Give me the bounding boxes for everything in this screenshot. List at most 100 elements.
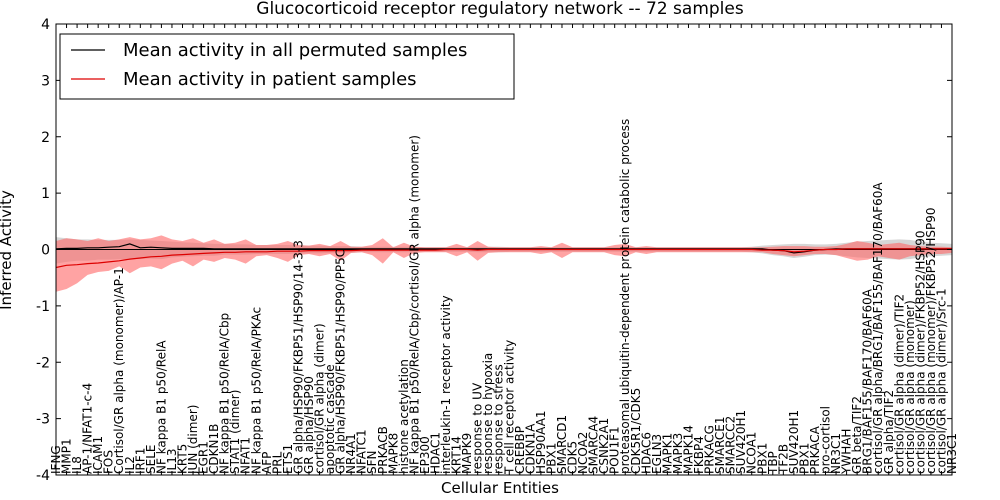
x-tick-label: MMP1 bbox=[60, 438, 74, 474]
x-tick-label: HDAC1 bbox=[429, 432, 443, 474]
x-tick-label: BRG1/BAF155/BAF170/BAF60A bbox=[861, 288, 875, 474]
x-tick-label: NFATC1 bbox=[355, 429, 369, 474]
x-tick-label: POU1F1 bbox=[608, 426, 622, 474]
y-axis-label: Inferred Activity bbox=[0, 190, 15, 310]
x-tick-label: FOS bbox=[102, 450, 116, 474]
y-tick-label: -3 bbox=[36, 412, 50, 428]
x-tick-label: PBX1 bbox=[544, 443, 558, 474]
y-tick-label: -4 bbox=[36, 468, 50, 484]
patient-mean-line bbox=[55, 248, 952, 269]
x-tick-label: SELE bbox=[144, 445, 158, 474]
x-tick-label: HSP90AA1 bbox=[534, 410, 548, 474]
x-tick-label: cortisol/GR alpha (dimer)/TIF2 bbox=[892, 294, 906, 474]
x-tick-label: NCOA2 bbox=[576, 432, 590, 474]
x-tick-label: interleukin-1 receptor activity bbox=[439, 295, 453, 474]
x-tick-label: IL2 bbox=[123, 456, 137, 474]
x-tick-label: response to hypoxia bbox=[481, 353, 495, 474]
x-tick-label: cortisol/GR alpha (dimer) bbox=[313, 323, 327, 474]
x-tick-label: STAT1 (dimer) bbox=[228, 390, 242, 474]
x-tick-label: response to UV bbox=[471, 382, 485, 474]
x-tick-label: YWHAH bbox=[840, 429, 854, 475]
x-tick-label: IRF1 bbox=[133, 448, 147, 474]
x-tick-label: SFN bbox=[365, 451, 379, 475]
x-tick-label: EP300 bbox=[418, 436, 432, 474]
y-tick-label: 4 bbox=[41, 17, 50, 33]
x-tick-label: PRL bbox=[270, 451, 284, 474]
x-tick-label: KRT14 bbox=[450, 436, 464, 474]
y-tick-label: -2 bbox=[36, 355, 50, 371]
x-tick-label: proteasomal ubiquitin-dependent protein … bbox=[618, 119, 632, 474]
x-tick-label: PBX1 bbox=[755, 443, 769, 474]
x-tick-label: apoptotic cascade bbox=[323, 364, 337, 474]
x-tick-label: MAPK1 bbox=[660, 433, 674, 474]
x-tick-label: cortisol/GR alpha (dimer)/Src-1 bbox=[935, 288, 949, 474]
x-tick-label: EGR1 bbox=[197, 441, 211, 474]
x-tick-label: KRT5 bbox=[176, 444, 190, 474]
x-tick-label: JUN (dimer) bbox=[186, 405, 200, 475]
x-tick-label: NF kappa B1 p50/RelA/Cbp bbox=[218, 313, 232, 474]
x-tick-label: cortisol/GR alpha/BRG1/BAF155/BAF170/BAF… bbox=[871, 182, 885, 474]
x-tick-label: response to stress bbox=[492, 364, 506, 474]
x-tick-label: SUV420H1 bbox=[734, 410, 748, 474]
x-tick-label: TBP bbox=[766, 451, 780, 475]
y-tick-label: 2 bbox=[41, 130, 50, 146]
x-tick-label: EGLN3 bbox=[650, 434, 664, 474]
x-tick-label: MAPK14 bbox=[682, 425, 696, 474]
legend-label-patient: Mean activity in patient samples bbox=[123, 69, 417, 90]
y-tick-label: 0 bbox=[41, 243, 50, 259]
x-tick-label: cortisol/GR alpha (monomer) bbox=[903, 300, 917, 474]
x-tick-label: NCOA1 bbox=[745, 432, 759, 474]
x-tick-label: histone acetylation bbox=[397, 359, 411, 474]
y-tick-label: -1 bbox=[36, 299, 50, 315]
x-tick-label: CREBBP bbox=[513, 426, 527, 474]
x-tick-label: GR beta/TIF2 bbox=[850, 396, 864, 474]
x-tick-label: ICAM1 bbox=[91, 436, 105, 474]
x-tick-label: T cell receptor activity bbox=[502, 340, 516, 475]
patient-band bbox=[56, 235, 952, 292]
legend: Mean activity in all permuted samples Me… bbox=[59, 33, 515, 100]
x-tick-label: pro-cortisol bbox=[819, 406, 833, 474]
x-axis-label: Cellular Entities bbox=[441, 479, 559, 497]
x-tick-label: SMARCD1 bbox=[555, 415, 569, 474]
x-tick-label: FKBP4 bbox=[692, 436, 706, 474]
chart-title: Glucocorticoid receptor regulatory netwo… bbox=[256, 0, 744, 19]
x-tick-label: MAPK9 bbox=[460, 433, 474, 474]
x-tick-label: CDK5 bbox=[566, 441, 580, 474]
x-tick-label: NF kappa B1 p50/RelA bbox=[154, 340, 168, 474]
y-tick-label: 3 bbox=[41, 73, 50, 89]
x-tick-label: ETS1 bbox=[281, 444, 295, 474]
x-tick-label: TF2B bbox=[776, 444, 790, 475]
x-tick-label: IFNG bbox=[49, 445, 63, 474]
x-tick-label: GR alpha/HSP90/FKBP51/HSP90/14-3-3 bbox=[291, 240, 305, 474]
x-tick-label: Cortisol/GR alpha (monomer)/AP-1 bbox=[112, 267, 126, 474]
x-tick-label: MAPK3 bbox=[671, 433, 685, 474]
x-tick-label: SUV420H1 bbox=[787, 410, 801, 474]
x-tick-label: NR3C1 bbox=[945, 433, 959, 474]
plot-area: -4 -3 -2 -1 0 1 2 3 4IFNGMMP1IL8AP-1/NFAT1-c-4IC… bbox=[36, 17, 959, 484]
x-tick-label: CSNK2A1 bbox=[597, 418, 611, 474]
x-tick-label: GR alpha/TIF2 bbox=[882, 390, 896, 474]
x-tick-label: AFP bbox=[260, 452, 274, 474]
x-tick-label: GR alpha/HSP90/FKBP51/HSP90/PP5C bbox=[334, 249, 348, 474]
x-tick-label: HDAC6 bbox=[639, 432, 653, 474]
x-tick-label: CDKN1B bbox=[207, 424, 221, 474]
y-tick-label: 1 bbox=[41, 186, 50, 202]
x-tick-label: MAPK8 bbox=[386, 433, 400, 474]
legend-box bbox=[59, 33, 515, 100]
x-tick-label: SMARCE1 bbox=[713, 416, 727, 474]
x-tick-label: PRKACA bbox=[808, 425, 822, 474]
x-tick-label: PRKACG bbox=[703, 425, 717, 474]
x-tick-label: cortisol/GR alpha (dimer)/FKBP52/HSP90 bbox=[913, 231, 927, 474]
x-tick-label: NF kappa B1 p50/RelA/PKAc bbox=[249, 307, 263, 474]
x-tick-label: CDKN1A bbox=[523, 423, 537, 474]
legend-label-permuted: Mean activity in all permuted samples bbox=[123, 40, 467, 61]
x-tick-label: GR alpha/HSP90 bbox=[302, 376, 316, 474]
x-tick-label: IL13 bbox=[165, 449, 179, 475]
x-tick-label: PRKACB bbox=[376, 426, 390, 474]
x-tick-label: AP-1/NFAT1-c-4 bbox=[81, 383, 95, 474]
x-tick-label: CDK5R1/CDK5 bbox=[629, 388, 643, 474]
x-tick-label: IL8 bbox=[70, 456, 84, 474]
x-tick-label: cortisol/GR alpha (monomer)/FKBP52/HSP90 bbox=[924, 207, 938, 474]
x-tick-label: NFAT1 bbox=[239, 437, 253, 474]
